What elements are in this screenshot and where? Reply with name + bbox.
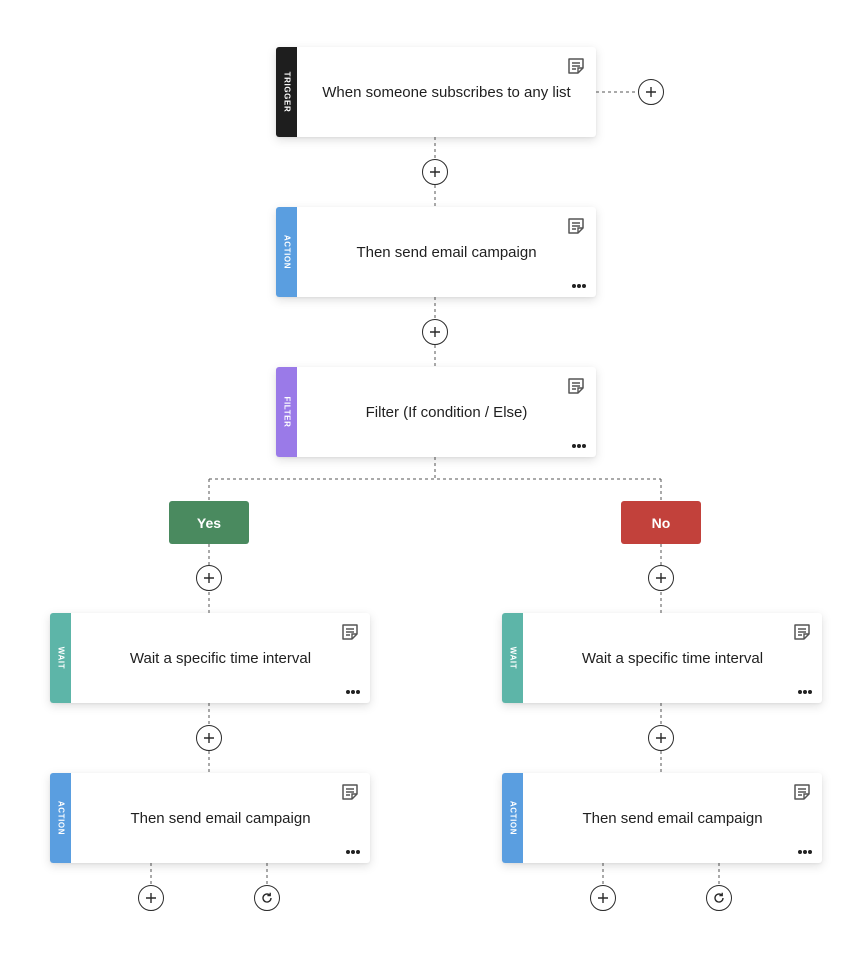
plus-icon [646, 87, 656, 97]
add-step-button[interactable] [422, 319, 448, 345]
add-step-button[interactable] [422, 159, 448, 185]
add-step-button-yes[interactable] [196, 565, 222, 591]
note-icon[interactable] [567, 57, 585, 75]
action-tag: ACTION [276, 207, 297, 297]
action-tag: ACTION [502, 773, 523, 863]
action-card[interactable]: ACTION Then send email campaign [276, 207, 596, 297]
note-icon[interactable] [341, 783, 359, 801]
plus-icon [204, 733, 214, 743]
wait-card-no[interactable]: WAIT Wait a specific time interval [502, 613, 822, 703]
add-step-button-no[interactable] [648, 565, 674, 591]
wait-tag: WAIT [50, 613, 71, 703]
note-icon[interactable] [341, 623, 359, 641]
add-step-button-yes[interactable] [138, 885, 164, 911]
plus-icon [430, 327, 440, 337]
more-icon[interactable] [571, 443, 587, 449]
note-icon[interactable] [793, 623, 811, 641]
note-icon[interactable] [567, 377, 585, 395]
more-icon[interactable] [345, 689, 361, 695]
action-card-no[interactable]: ACTION Then send email campaign [502, 773, 822, 863]
plus-icon [598, 893, 608, 903]
plus-icon [146, 893, 156, 903]
trigger-card[interactable]: TRIGGER When someone subscribes to any l… [276, 47, 596, 137]
action-title: Then send email campaign [582, 809, 763, 827]
add-step-button-no[interactable] [648, 725, 674, 751]
note-icon[interactable] [793, 783, 811, 801]
wait-title: Wait a specific time interval [129, 649, 312, 667]
more-icon[interactable] [797, 849, 813, 855]
trigger-tag: TRIGGER [276, 47, 297, 137]
note-icon[interactable] [567, 217, 585, 235]
refresh-icon [262, 892, 272, 903]
add-step-button-no[interactable] [590, 885, 616, 911]
filter-card[interactable]: FILTER Filter (If condition / Else) [276, 367, 596, 457]
refresh-icon [714, 892, 724, 903]
trigger-title: When someone subscribes to any list [322, 83, 571, 101]
add-step-button-yes[interactable] [196, 725, 222, 751]
more-icon[interactable] [571, 283, 587, 289]
action-title: Then send email campaign [356, 243, 537, 261]
filter-tag: FILTER [276, 367, 297, 457]
plus-icon [656, 573, 666, 583]
wait-tag: WAIT [502, 613, 523, 703]
plus-icon [430, 167, 440, 177]
action-tag: ACTION [50, 773, 71, 863]
add-parallel-trigger-button[interactable] [638, 79, 664, 105]
action-title: Then send email campaign [130, 809, 311, 827]
yes-branch-button[interactable]: Yes [169, 501, 249, 544]
plus-icon [656, 733, 666, 743]
more-icon[interactable] [345, 849, 361, 855]
filter-title: Filter (If condition / Else) [365, 403, 528, 421]
loop-button-no[interactable] [706, 885, 732, 911]
more-icon[interactable] [797, 689, 813, 695]
wait-card-yes[interactable]: WAIT Wait a specific time interval [50, 613, 370, 703]
loop-button-yes[interactable] [254, 885, 280, 911]
no-branch-button[interactable]: No [621, 501, 701, 544]
wait-title: Wait a specific time interval [581, 649, 764, 667]
plus-icon [204, 573, 214, 583]
action-card-yes[interactable]: ACTION Then send email campaign [50, 773, 370, 863]
